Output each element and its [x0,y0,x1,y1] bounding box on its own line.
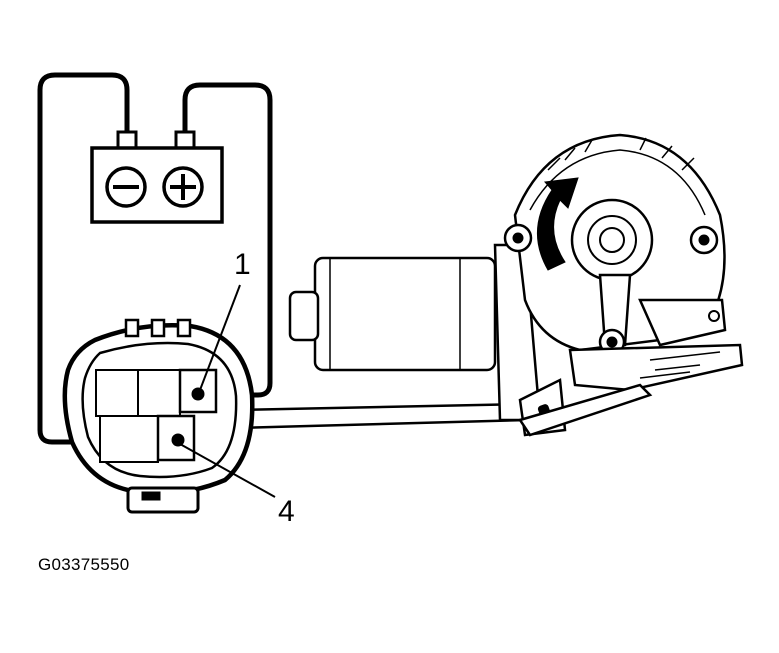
battery-negative-terminal [105,166,147,208]
battery-positive-terminal [162,166,204,208]
rotation-arrow-icon [537,177,579,271]
figure-code: G03375550 [38,555,130,574]
terminal-1-contact [191,387,205,401]
jumper-wire-positive [182,82,273,398]
callout-leaders [179,284,276,498]
motor-connector [62,318,255,514]
terminal-4-contact [171,433,185,447]
wiper-motor [288,133,744,437]
wiring-harness [234,402,529,430]
jumper-wire-negative [37,72,178,445]
battery [90,130,224,224]
callout-terminal-4: 4 [278,495,295,528]
callout-terminal-1: 1 [234,248,251,281]
